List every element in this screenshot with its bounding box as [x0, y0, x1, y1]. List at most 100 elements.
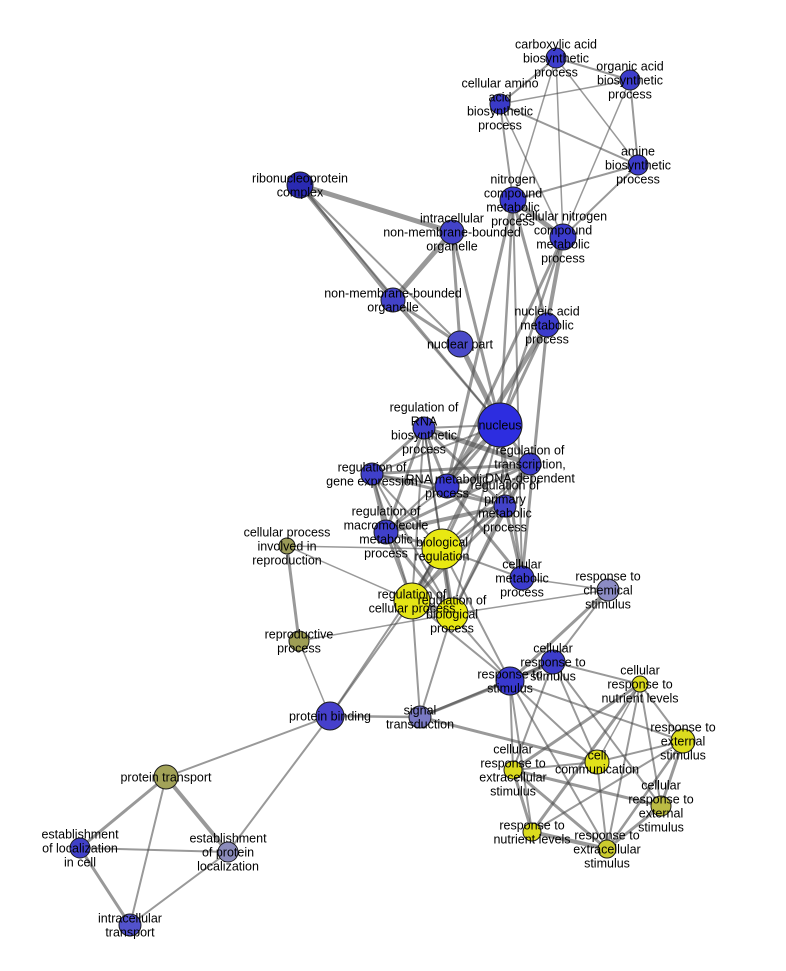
edge-crs--crn: [552, 661, 641, 685]
node-oa[interactable]: [619, 69, 641, 91]
edge-cc--cre: [512, 761, 598, 771]
node-rpm[interactable]: [493, 494, 517, 518]
edge-rm--cm: [445, 484, 524, 580]
node-rbp[interactable]: [435, 597, 469, 631]
node-crn[interactable]: [631, 675, 649, 693]
node-am[interactable]: [627, 154, 649, 176]
node-inmb[interactable]: [439, 219, 465, 245]
node-rnp[interactable]: [286, 171, 314, 199]
edge-ca--cnc: [555, 57, 564, 238]
edge-epl--it: [129, 851, 229, 926]
edge-rs--st: [418, 679, 512, 719]
edge-cc--st: [418, 715, 599, 764]
edge-cre--rnl: [511, 768, 534, 834]
edge-inmb--np: [450, 230, 462, 346]
node-crx[interactable]: [650, 795, 672, 817]
edge-rnl--rxs: [530, 830, 609, 851]
edge-rtd--rge: [370, 462, 532, 476]
edge-ca--oa: [555, 57, 631, 81]
node-layer: [69, 47, 696, 937]
edge-elc--it: [78, 846, 132, 927]
node-rxs[interactable]: [597, 839, 617, 859]
edge-cpr--rp: [285, 544, 301, 643]
edge-rcs--cm: [521, 577, 609, 591]
edge-rmm--rbp: [384, 530, 454, 616]
node-cre[interactable]: [503, 760, 523, 780]
edge-ca--nc: [512, 57, 557, 201]
edge-nu--rge: [371, 424, 501, 475]
edge-cnc--nam: [545, 235, 565, 327]
edge-pb--pt: [165, 715, 331, 778]
edge-cre--crx: [511, 768, 663, 808]
edge-pt--elc: [78, 775, 168, 850]
node-pb[interactable]: [315, 701, 345, 731]
node-aab[interactable]: [489, 93, 511, 115]
edge-rge--rm: [371, 473, 448, 487]
node-rcs[interactable]: [596, 578, 620, 602]
node-rtd[interactable]: [518, 452, 542, 476]
edge-rcs--rs: [508, 588, 610, 683]
edge-pt--it: [129, 776, 167, 926]
node-br[interactable]: [421, 528, 463, 570]
edge-cnc--nu: [498, 235, 565, 427]
edge-rrb--rge: [370, 426, 426, 476]
edge-rcp--pb: [329, 600, 413, 717]
node-cm[interactable]: [509, 565, 535, 591]
node-epl[interactable]: [217, 841, 239, 863]
node-rmm[interactable]: [373, 519, 399, 545]
edge-rs--rnl: [509, 680, 533, 833]
edge-cc--rxs: [596, 761, 608, 850]
edge-cre--rxs: [511, 768, 609, 851]
edge-am--cnc: [562, 164, 639, 238]
edge-rrb--rtd: [421, 425, 533, 467]
node-np[interactable]: [446, 330, 474, 358]
edge-nam--cm: [520, 323, 549, 580]
node-pt[interactable]: [153, 764, 179, 790]
edge-rtd--rm: [445, 462, 532, 488]
edge-crn--cc: [596, 683, 641, 763]
edge-ca--aab: [499, 57, 557, 105]
edge-res--cc: [596, 740, 684, 763]
node-cc[interactable]: [584, 749, 610, 775]
node-crs[interactable]: [540, 649, 566, 675]
node-nc[interactable]: [499, 186, 527, 214]
node-it[interactable]: [118, 913, 142, 937]
node-rcp[interactable]: [393, 582, 431, 620]
node-cpr[interactable]: [278, 537, 296, 555]
node-rm[interactable]: [434, 473, 460, 499]
node-cnc[interactable]: [549, 223, 577, 251]
node-nu[interactable]: [477, 402, 523, 448]
edge-rs--cc: [509, 680, 598, 763]
node-ca[interactable]: [545, 47, 567, 69]
edge-cnc--rm: [445, 235, 565, 488]
edge-rnp--inmb: [297, 182, 455, 235]
node-nam[interactable]: [534, 312, 560, 338]
edge-rcp--rs: [411, 600, 511, 682]
node-rp[interactable]: [288, 630, 310, 652]
edge-aab--cnc: [499, 103, 564, 238]
edge-crn--crx: [639, 683, 662, 807]
edge-nmb--nu: [392, 299, 501, 426]
edge-br--rs: [441, 548, 511, 682]
edge-rge--rbp: [371, 473, 453, 615]
node-rge[interactable]: [360, 462, 384, 486]
edge-aab--am: [499, 103, 639, 166]
edge-nc--nu: [498, 198, 515, 427]
node-nmb[interactable]: [380, 287, 406, 313]
node-rrb[interactable]: [412, 416, 436, 440]
edge-crs--crx: [552, 661, 662, 807]
edge-rnp--np: [299, 184, 461, 345]
node-rs[interactable]: [495, 666, 525, 696]
node-rnl[interactable]: [522, 822, 542, 842]
edge-rcs--crs: [552, 589, 609, 663]
node-elc[interactable]: [69, 837, 91, 859]
node-res[interactable]: [670, 728, 696, 754]
edge-rs--res: [509, 680, 684, 742]
edge-epl--pb: [227, 715, 331, 853]
edge-cpr--rcp: [286, 545, 413, 602]
node-st[interactable]: [408, 705, 432, 729]
edge-crx--rxs: [605, 804, 663, 851]
